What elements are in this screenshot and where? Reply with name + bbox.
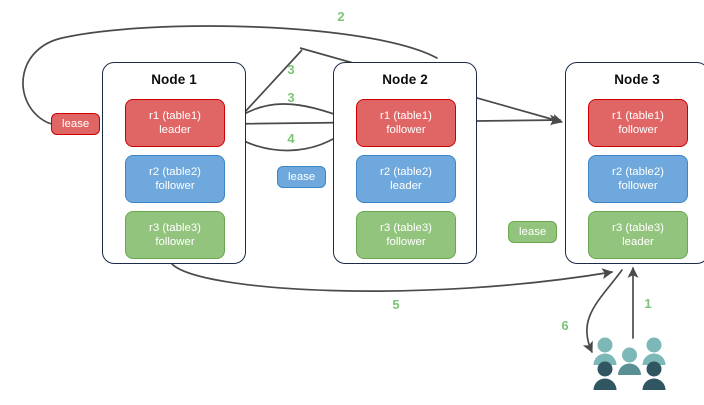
- replica-role: follower: [386, 236, 426, 248]
- replica-name: r3 (table3): [149, 222, 201, 234]
- node-card-node2[interactable]: Node 2 r1 (table1) follower r2 (table2) …: [333, 62, 477, 264]
- replica-name: r1 (table1): [149, 110, 201, 122]
- replica-box-node1-r2[interactable]: r2 (table2) follower: [125, 155, 225, 203]
- node-title: Node 2: [382, 72, 428, 87]
- replica-name: r3 (table3): [612, 222, 664, 234]
- edge-label-1: 1: [644, 296, 652, 311]
- edge-5: [171, 263, 614, 292]
- node-card-node1[interactable]: Node 1 r1 (table1) leader r2 (table2) fo…: [102, 62, 246, 264]
- edge-label-2: 2: [337, 9, 345, 24]
- replica-role: follower: [386, 124, 426, 136]
- replica-role: leader: [159, 124, 191, 136]
- lease-badge-green[interactable]: lease: [508, 221, 558, 243]
- replica-role: follower: [155, 236, 195, 248]
- replica-box-node3-r1[interactable]: r1 (table1) follower: [588, 99, 688, 147]
- edge-label-6: 6: [561, 318, 569, 333]
- lease-badge-red[interactable]: lease: [51, 113, 101, 135]
- edge-2: [22, 25, 438, 131]
- replica-box-node2-r3[interactable]: r3 (table3) follower: [356, 211, 456, 259]
- replica-name: r2 (table2): [149, 166, 201, 178]
- replica-name: r2 (table2): [612, 166, 664, 178]
- lease-badge-blue[interactable]: lease: [277, 166, 327, 188]
- replica-box-node2-r2[interactable]: r2 (table2) leader: [356, 155, 456, 203]
- edge-label-3a: 3: [287, 62, 295, 77]
- replica-name: r3 (table3): [380, 222, 432, 234]
- replica-box-node1-r1[interactable]: r1 (table1) leader: [125, 99, 225, 147]
- replica-name: r2 (table2): [380, 166, 432, 178]
- replica-name: r1 (table1): [612, 110, 664, 122]
- replica-role: follower: [618, 124, 658, 136]
- edge-6: [582, 269, 623, 354]
- replica-name: r1 (table1): [380, 110, 432, 122]
- replica-box-node1-r3[interactable]: r3 (table3) follower: [125, 211, 225, 259]
- replica-role: leader: [390, 180, 422, 192]
- edge-label-5: 5: [392, 297, 400, 312]
- people-group-icon: [592, 335, 668, 391]
- replica-box-node3-r3[interactable]: r3 (table3) leader: [588, 211, 688, 259]
- node-card-node3[interactable]: Node 3 r1 (table1) follower r2 (table2) …: [565, 62, 704, 264]
- replica-role: leader: [622, 236, 654, 248]
- node-title: Node 3: [614, 72, 660, 87]
- edge-label-3b: 3: [287, 90, 295, 105]
- replica-box-node3-r2[interactable]: r2 (table2) follower: [588, 155, 688, 203]
- edge-label-4: 4: [287, 131, 295, 146]
- replica-role: follower: [155, 180, 195, 192]
- replica-box-node2-r1[interactable]: r1 (table1) follower: [356, 99, 456, 147]
- node-title: Node 1: [151, 72, 197, 87]
- replica-role: follower: [618, 180, 658, 192]
